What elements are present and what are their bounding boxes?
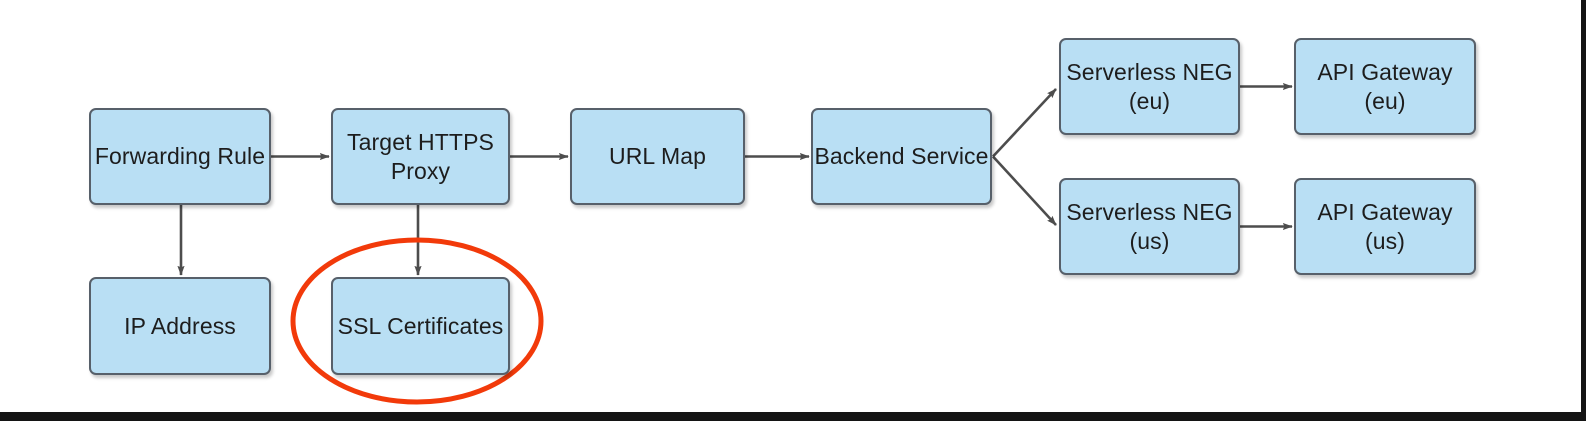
node-api-gateway-eu[interactable]: API Gateway (eu) bbox=[1294, 38, 1476, 135]
frame-border-bottom bbox=[0, 412, 1586, 421]
frame-border-right bbox=[1581, 0, 1586, 421]
node-backend-service[interactable]: Backend Service bbox=[811, 108, 992, 205]
edge-backend-service-to-serverless-neg-eu bbox=[992, 88, 1057, 158]
node-forwarding-rule[interactable]: Forwarding Rule bbox=[89, 108, 271, 205]
edge-backend-service-to-serverless-neg-us bbox=[992, 155, 1057, 226]
node-api-gateway-us[interactable]: API Gateway (us) bbox=[1294, 178, 1476, 275]
node-target-https-proxy[interactable]: Target HTTPS Proxy bbox=[331, 108, 510, 205]
node-serverless-neg-eu[interactable]: Serverless NEG (eu) bbox=[1059, 38, 1240, 135]
node-serverless-neg-us[interactable]: Serverless NEG (us) bbox=[1059, 178, 1240, 275]
node-url-map[interactable]: URL Map bbox=[570, 108, 745, 205]
highlight-ellipse-ssl-certificates bbox=[290, 237, 544, 405]
node-ip-address[interactable]: IP Address bbox=[89, 277, 271, 375]
node-ssl-certificates[interactable]: SSL Certificates bbox=[331, 277, 510, 375]
